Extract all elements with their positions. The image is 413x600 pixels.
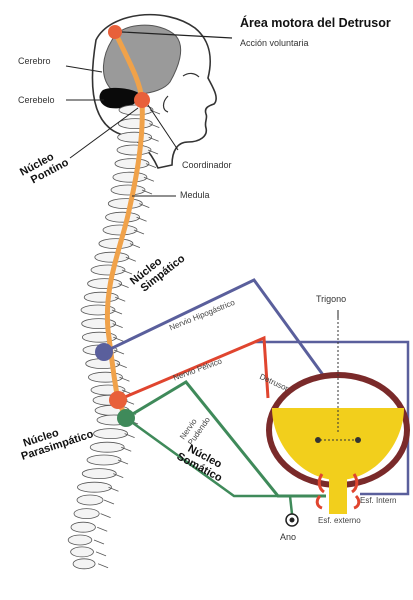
vertebra-process <box>94 540 104 544</box>
vertebra <box>88 279 122 289</box>
ano-center <box>290 518 295 523</box>
nucleus-simpatico <box>95 343 113 361</box>
vertebra <box>115 159 149 169</box>
vertebra <box>82 469 116 479</box>
nucleus-somatico <box>117 409 135 427</box>
medula-label: Medula <box>180 190 210 200</box>
nucleus-parasimpatico <box>109 391 127 409</box>
vertebra-process <box>97 527 107 531</box>
ureter-orifice-left <box>315 437 321 443</box>
vertebra <box>77 495 103 505</box>
nucleus-pontino <box>134 92 150 108</box>
vertebra <box>82 319 116 329</box>
vertebra <box>103 225 137 235</box>
vertebra <box>117 145 151 155</box>
vertebra <box>71 547 94 557</box>
vertebra <box>71 522 95 532</box>
vertebra <box>111 185 145 195</box>
vertebra <box>94 429 128 439</box>
vertebra <box>68 535 92 545</box>
vertebra <box>87 455 121 465</box>
area-motora-label: Área motora del Detrusor <box>240 16 391 30</box>
vertebra-process <box>96 552 106 556</box>
vertebra <box>113 172 147 182</box>
vertebra <box>91 265 125 275</box>
coordinador-label: Coordinador <box>182 160 232 170</box>
vertebra <box>95 252 129 262</box>
accion-voluntaria-label: Acción voluntaria <box>240 38 309 48</box>
esf-externo-label: Esf. externo <box>318 516 361 525</box>
vertebra <box>108 199 142 209</box>
spinal-column <box>68 105 160 569</box>
vertebra <box>90 442 124 452</box>
ureter-orifice-right <box>355 437 361 443</box>
vertebra <box>77 482 111 492</box>
esf-interno-label: Esf. Intern <box>360 496 396 505</box>
trigono-label: Trigono <box>316 294 346 304</box>
nucleus-area-motora <box>108 25 122 39</box>
vertebra <box>73 559 95 569</box>
vertebra <box>118 132 152 142</box>
vertebra-process <box>98 564 108 568</box>
vertebra <box>106 212 140 222</box>
vertebra <box>84 292 118 302</box>
vertebra <box>88 372 122 382</box>
bladder-neck <box>329 468 347 514</box>
ano-label: Ano <box>280 532 296 542</box>
vertebra-process <box>104 500 114 504</box>
vertebra <box>118 119 152 129</box>
cerebelo-label: Cerebelo <box>18 95 55 105</box>
vertebra <box>99 239 133 249</box>
leader-cerebro <box>66 66 102 72</box>
cerebro-label: Cerebro <box>18 56 51 66</box>
vertebra-process <box>101 514 111 518</box>
vertebra <box>74 509 99 519</box>
